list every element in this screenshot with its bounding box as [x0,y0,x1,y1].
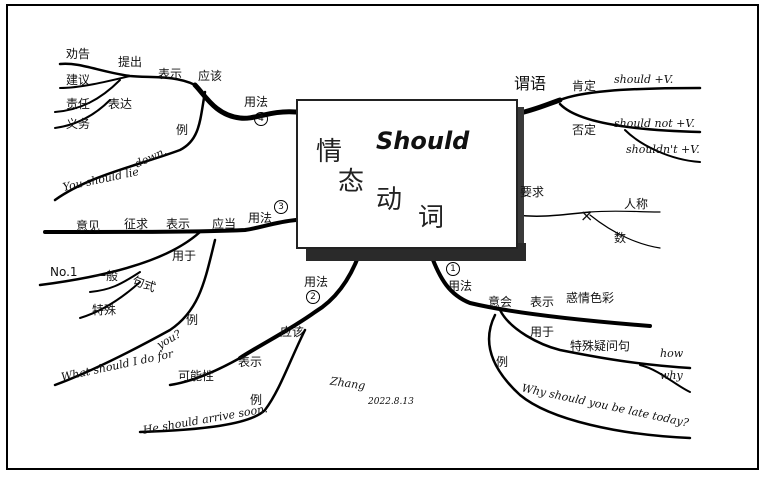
branch-3-sub3 [79,281,141,319]
branch-1-sub [498,308,692,370]
branch-4-word5: 建议 [66,73,91,87]
branch-3-word9: 特殊 [92,303,117,317]
branch-1-word1: 意会 [488,295,513,309]
branch-2-word2: 表示 [238,355,263,369]
branch-3-word3: 征求 [124,217,149,231]
signature-date: 2022.8.13 [368,397,414,407]
branch-1-number: 1 [446,262,460,276]
branch-3-label: 用法 [248,211,273,225]
requirement-label: 要求 [520,185,545,199]
border-frame [6,4,759,470]
branch-1-why: why [660,369,683,382]
branch-1-label: 用法 [448,279,473,293]
branch-4-word8: 义务 [66,117,91,131]
center-card: Should 情 态 动 词 [296,99,526,261]
grammar-sub2 [558,102,702,134]
branch-4-word1: 应该 [198,69,223,83]
branch-3-word8: 一般 [94,269,119,283]
branch-2-example [138,328,307,434]
branch-3-sub [38,230,202,287]
branch-2-example-label: 例 [250,393,263,407]
requirement-sub2 [589,214,661,249]
grammar-label: 谓语 [514,74,547,93]
branch-3-number: 3 [274,200,288,214]
branch-3-word2: 表示 [166,217,191,231]
branch-4-number: 4 [254,112,268,126]
branch-1-sub2 [639,364,691,393]
requirement-number: 数 [614,231,627,245]
branch-1-word2: 表示 [530,295,555,309]
branch-1-example [487,313,692,440]
branch-1-trunk [428,250,652,328]
branch-3-word7: No.1 [50,265,78,279]
center-char-4: 词 [418,203,445,233]
branch-3-sub2 [89,271,141,293]
branch-4-word4: 劝告 [66,47,91,61]
grammar-s3: shouldn't +V. [626,143,700,156]
branch-1-word5: 特殊疑问句 [570,339,631,353]
grammar-negative: 否定 [572,123,597,137]
requirement-x: × [580,206,594,225]
center-char-3: 动 [376,185,403,215]
branch-1-example-label: 例 [496,355,509,369]
branch-4-example-label: 例 [176,123,189,137]
branch-4-sub3 [54,79,121,113]
branch-4-example [53,90,207,202]
branch-1-how: how [660,347,684,360]
branch-4-word2: 表示 [158,67,183,81]
grammar-positive: 肯定 [572,79,597,93]
branch-3-word4: 意见 [76,219,101,233]
card-face: Should 情 态 动 词 [296,99,518,249]
branch-2-label: 用法 [304,275,329,289]
branch-4-sub2 [59,75,131,89]
branch-3-word1: 应当 [212,217,237,231]
branch-4-word7: 责任 [66,97,91,111]
branch-3-example-label: 例 [186,313,199,327]
grammar-s1: should +V. [614,73,674,86]
branch-3-trunk [43,218,298,234]
branch-4-label: 用法 [244,95,269,109]
branch-1-word3: 惑情色彩 [566,291,615,305]
grammar-sub3 [624,129,701,163]
branch-2-word1: 应该 [280,325,305,339]
grammar-s2: should not +V. [614,117,695,130]
requirement-person: 人称 [624,197,649,211]
branch-4-word3: 提出 [118,55,143,69]
branch-2-sub [168,356,242,387]
branch-2-word3: 可能性 [178,369,215,383]
requirement-sub [589,210,661,213]
branch-2-trunk [238,250,362,360]
center-char-2: 态 [338,167,365,197]
grammar-sub [558,86,702,102]
branch-3-word5: 用于 [172,249,197,263]
branch-4-sub4 [54,99,111,129]
branch-4-word6: 表达 [108,97,133,111]
center-word: Should [376,127,470,155]
requirement-trunk [515,211,591,217]
center-char-1: 情 [316,137,343,167]
branch-1-word4: 用于 [530,325,555,339]
branch-2-number: 2 [306,290,320,304]
branch-3-example [53,238,217,387]
